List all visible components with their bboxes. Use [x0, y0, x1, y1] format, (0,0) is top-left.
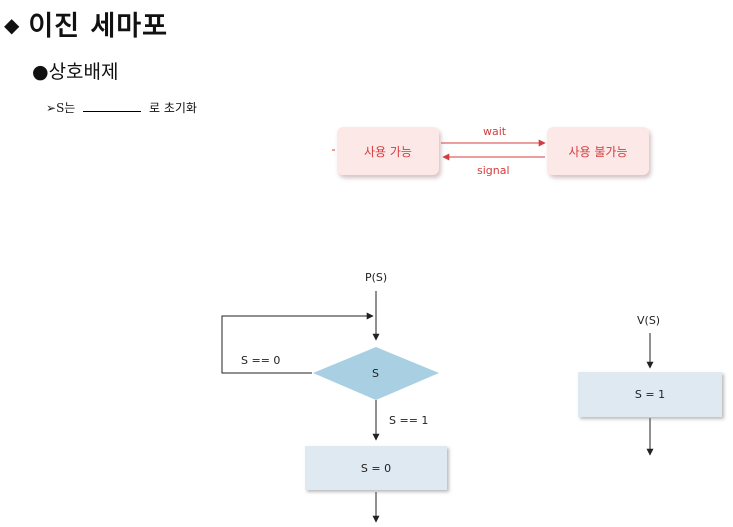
exit-label: S == 1	[389, 414, 429, 427]
state-available-box: 사용 가능	[337, 127, 439, 175]
p-start-label: P(S)	[365, 271, 388, 284]
v-action-box: S = 1	[578, 372, 722, 417]
slide-title: ◆ 이진 세마포	[4, 4, 168, 43]
fill-in-blank	[83, 100, 142, 112]
init-line: ➢S는 로 초기화	[46, 99, 197, 116]
decision-diamond	[313, 347, 439, 400]
subtitle: ●상호배제	[32, 61, 119, 83]
init-var: S	[56, 101, 65, 115]
diamond-bullet-icon: ◆	[4, 13, 21, 37]
state-unavailable-box: 사용 불가능	[547, 127, 649, 175]
v-start-label: V(S)	[637, 314, 661, 327]
loop-back-arrow	[221, 312, 374, 374]
loop-label: S == 0	[241, 354, 281, 367]
init-particle: 는	[64, 101, 76, 115]
init-suffix: 로 초기화	[149, 101, 197, 115]
slide-title-text: 이진 세마포	[28, 11, 168, 42]
p-action-label: S = 0	[360, 461, 392, 475]
signal-label: signal	[477, 164, 510, 177]
state-unavailable-label: 사용 불가능	[568, 144, 628, 159]
state-available-label: 사용 가능	[364, 144, 412, 159]
arrow-bullet-icon: ➢	[46, 101, 57, 115]
v-action-label: S = 1	[634, 388, 666, 401]
wait-label: wait	[483, 125, 507, 138]
p-action-box: S = 0	[305, 446, 447, 490]
decision-label: S	[372, 367, 379, 380]
